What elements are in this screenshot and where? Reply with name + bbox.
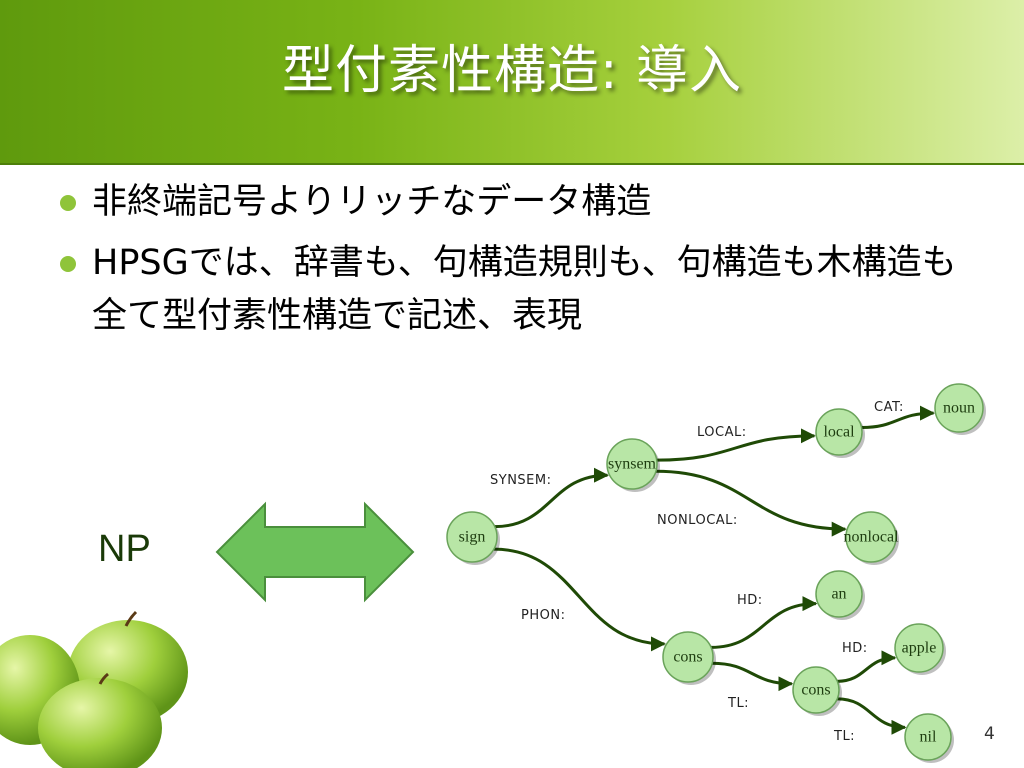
node-label: cons	[673, 649, 702, 666]
bullet-item: 非終端記号よりリッチなデータ構造	[60, 176, 980, 229]
edge-label: CAT:	[874, 400, 904, 415]
edge-synsem-local	[656, 428, 816, 462]
node-circle	[904, 713, 952, 761]
node-sign: sign	[446, 511, 500, 565]
bullet-text: HPSGでは、辞書も、句構造規則も、句構造も木構造も全て型付素性構造で記述、表現	[92, 243, 957, 336]
node-local: local	[815, 408, 865, 458]
node-label: synsem	[608, 456, 657, 473]
node-circle	[792, 666, 840, 714]
edge-label: LOCAL:	[697, 425, 747, 440]
edge-synsem-nonlocal	[655, 469, 847, 537]
node-label: an	[831, 586, 846, 603]
np-label: NP	[98, 528, 151, 570]
edge-label: HD:	[737, 593, 763, 608]
node-circle	[815, 570, 863, 618]
node-apple: apple	[894, 623, 946, 675]
node-circle	[815, 408, 863, 456]
node-circle	[845, 511, 897, 563]
node-circle	[606, 438, 658, 490]
edge-sign-cons1	[493, 547, 666, 652]
node-circle	[894, 623, 944, 673]
bullet-item: HPSGでは、辞書も、句構造規則も、句構造も木構造も全て型付素性構造で記述、表現	[60, 237, 980, 343]
edge-cons2-nil	[837, 697, 907, 735]
edge-sign-synsem	[494, 467, 609, 529]
node-label: apple	[902, 640, 937, 657]
slide-title: 型付素性構造: 導入	[281, 41, 743, 101]
edge-label: TL:	[727, 696, 749, 711]
bullet-dot-icon	[60, 195, 76, 211]
node-label: nonlocal	[843, 529, 899, 546]
edge-cons1-an	[711, 596, 818, 649]
node-synsem: synsem	[606, 438, 660, 492]
edge-local-noun	[861, 405, 936, 429]
edge-label: NONLOCAL:	[657, 513, 738, 528]
edge-cons2-apple	[837, 650, 897, 683]
bullet-text: 非終端記号よりリッチなデータ構造	[92, 182, 652, 222]
title-banner	[0, 0, 1024, 165]
node-label: sign	[459, 529, 486, 546]
edge-label: TL:	[833, 729, 855, 744]
node-circle	[446, 511, 498, 563]
apples-image	[0, 610, 188, 768]
node-noun: noun	[934, 383, 986, 435]
page-number: 4	[984, 724, 995, 744]
node-label: local	[823, 424, 855, 441]
bullet-list: 非終端記号よりリッチなデータ構造 HPSGでは、辞書も、句構造規則も、句構造も木…	[60, 176, 980, 343]
node-label: nil	[920, 729, 937, 746]
node-circle	[662, 631, 714, 683]
node-label: cons	[801, 682, 830, 699]
node-nonlocal: nonlocal	[843, 511, 899, 565]
node-label: noun	[943, 400, 975, 417]
edge-cons1-cons2	[712, 661, 794, 692]
double-headed-arrow-icon	[215, 501, 415, 603]
bullet-dot-icon	[60, 256, 76, 272]
node-circle	[934, 383, 984, 433]
edge-label: HD:	[842, 641, 868, 656]
edge-label: SYNSEM:	[490, 473, 551, 488]
diagram-nodes: sign synsem local noun nonlocal cons an cons app…	[446, 383, 986, 763]
edge-label: PHON:	[521, 608, 565, 623]
node-cons1: cons	[662, 631, 716, 685]
node-cons2: cons	[792, 666, 842, 716]
node-an: an	[815, 570, 865, 620]
diagram-edges: SYNSEM: LOCAL: CAT: NONLOCAL: PHON: HD: TL: HD:…	[490, 400, 936, 744]
node-nil: nil	[904, 713, 954, 763]
